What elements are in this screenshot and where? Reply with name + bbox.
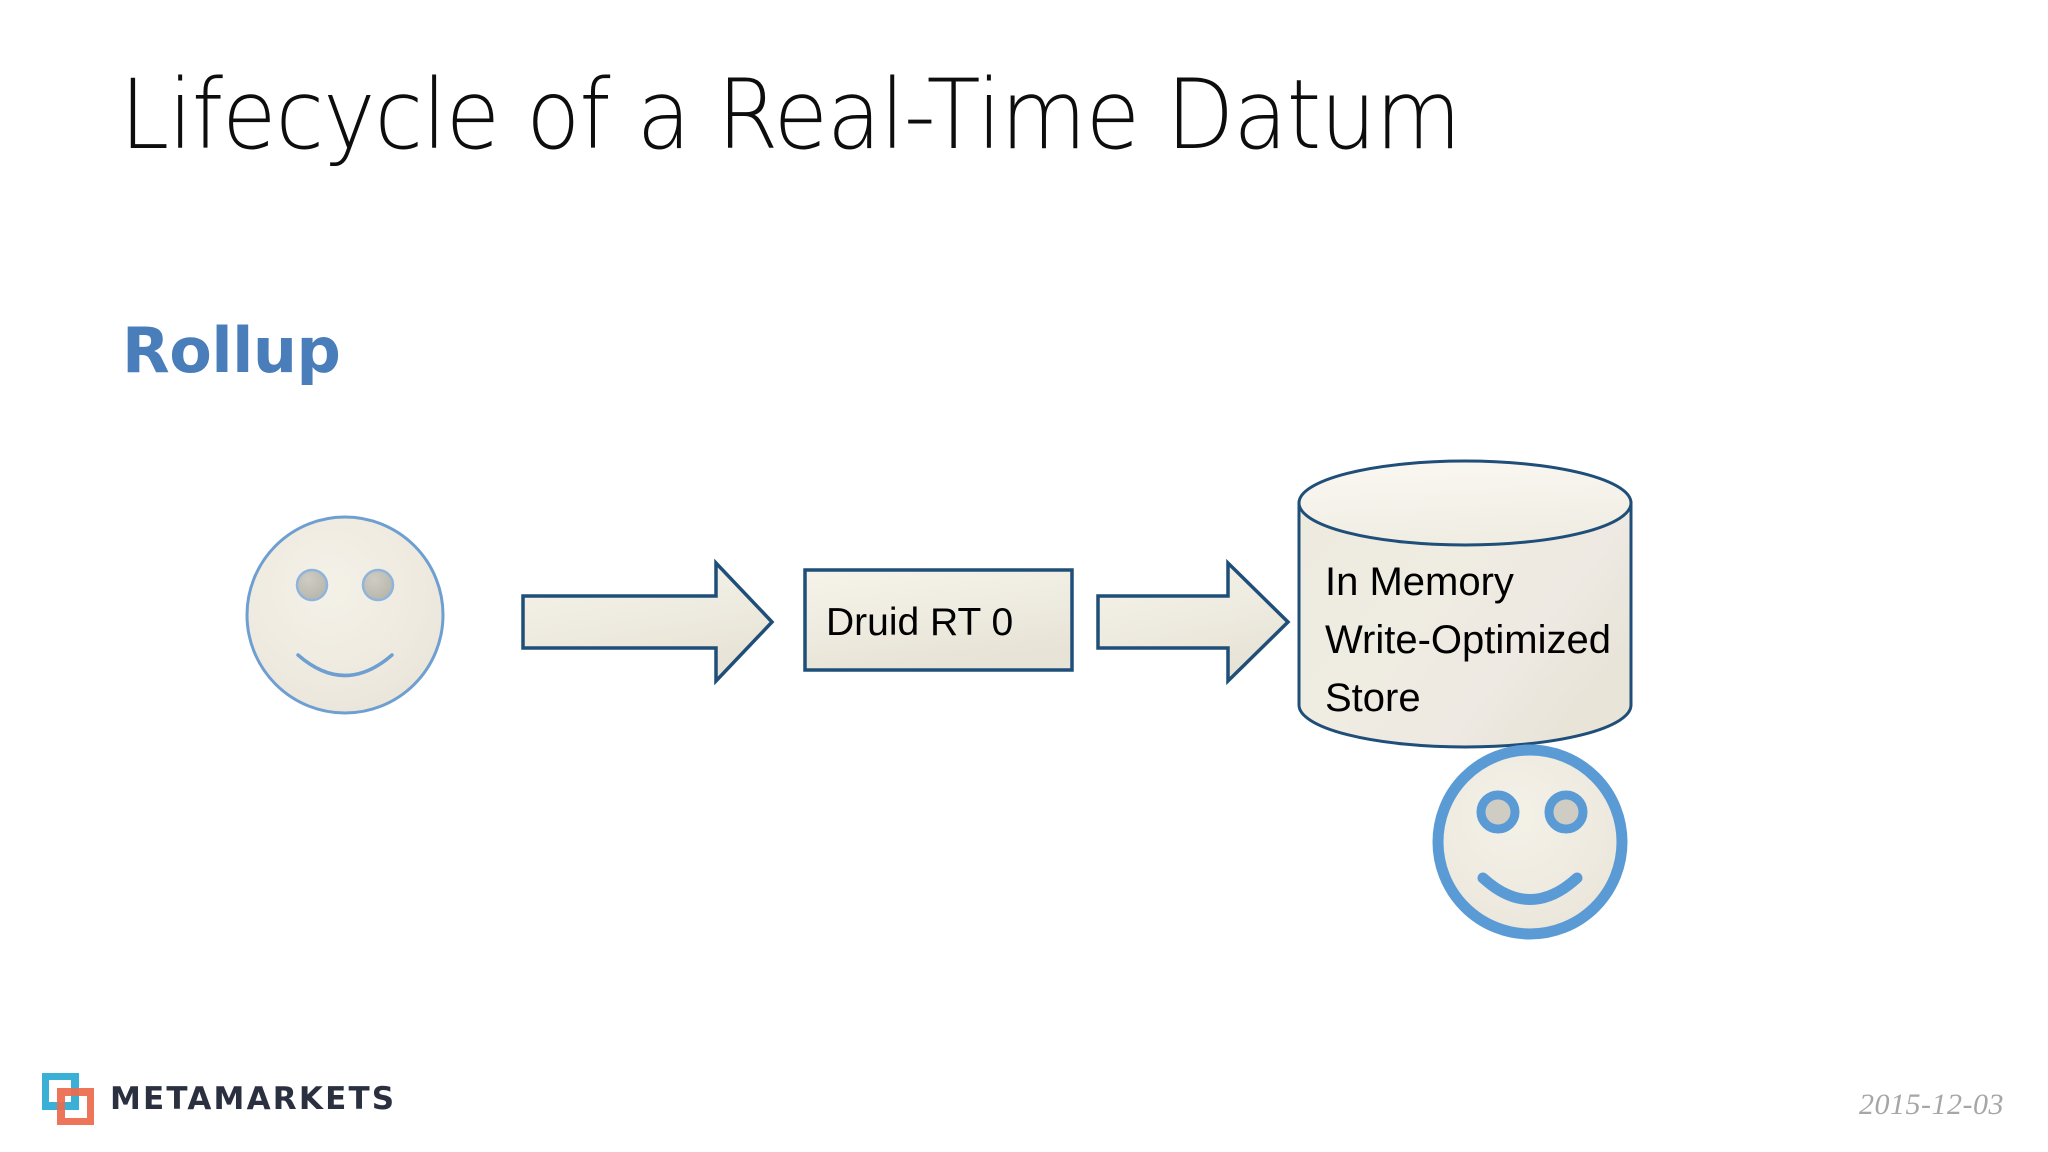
node-druid-rt-0: Druid RT 0 — [803, 568, 1074, 672]
metamarkets-logo-icon — [41, 1072, 95, 1126]
smiley-mouth — [296, 653, 394, 678]
arrow-druid-to-store — [1096, 558, 1291, 686]
cylinder-label-line-3: Store — [1325, 676, 1421, 720]
cylinder-top — [1297, 459, 1633, 547]
process-box-shape — [803, 568, 1074, 672]
cylinder-label-line-2: Write-Optimized — [1325, 618, 1611, 662]
smiley-face-circle — [1432, 744, 1628, 940]
smiley-right-eye — [361, 568, 395, 602]
cylinder-label-line-1: In Memory — [1325, 560, 1514, 604]
smiley-left-eye — [295, 568, 329, 602]
smiley-face-circle — [245, 515, 445, 715]
page-title: Lifecycle of a Real-Time Datum — [120, 59, 1461, 171]
arrow-source-to-druid — [521, 558, 775, 686]
logo-square-orange — [57, 1088, 95, 1126]
block-arrow-shape — [1096, 558, 1291, 686]
footer-date: 2015-12-03 — [1859, 1088, 2004, 1121]
node-result-user-smiley — [1432, 744, 1628, 940]
logo-wordmark-text: METAMARKETS — [110, 1080, 397, 1117]
smiley-left-eye — [1476, 790, 1520, 834]
flow-diagram: Druid RT 0 In Memory Write-Optimized Sto… — [0, 400, 2048, 1020]
block-arrow-shape — [521, 558, 775, 686]
process-box-label: Druid RT 0 — [826, 601, 1013, 644]
node-in-memory-store: In Memory Write-Optimized Store — [1297, 459, 1633, 749]
section-heading-rollup: Rollup — [122, 314, 341, 387]
node-source-user-smiley — [245, 515, 445, 715]
brand-logo: METAMARKETS — [41, 1068, 397, 1130]
smiley-right-eye — [1544, 790, 1588, 834]
smiley-mouth — [1477, 872, 1583, 905]
cylinder-body — [1297, 501, 1633, 749]
